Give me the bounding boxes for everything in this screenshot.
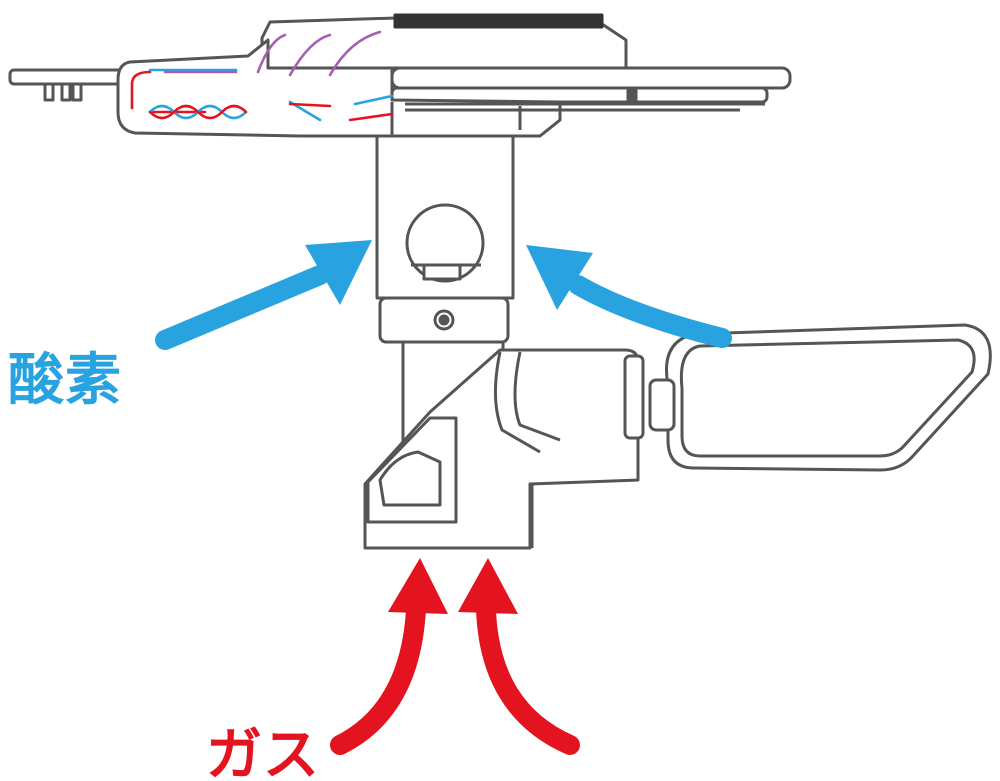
gas-label: ガス	[206, 723, 320, 781]
oxygen-arrow-left	[155, 265, 330, 350]
air-intake-port	[405, 203, 485, 283]
gas-arrow-right	[476, 600, 580, 755]
oxygen-arrow-right	[568, 275, 732, 348]
mixing-flow	[130, 30, 394, 122]
gas-flow-arrows	[330, 558, 580, 755]
mixing-chamber	[116, 38, 562, 138]
oxygen-label: 酸素	[8, 348, 122, 413]
valve-stem	[8, 68, 127, 86]
burner-body	[8, 13, 992, 550]
gas-arrow-left	[330, 600, 426, 755]
oxygen-flow-arrows	[155, 240, 732, 350]
burner-plate	[390, 66, 792, 90]
burner-grate	[393, 13, 604, 29]
